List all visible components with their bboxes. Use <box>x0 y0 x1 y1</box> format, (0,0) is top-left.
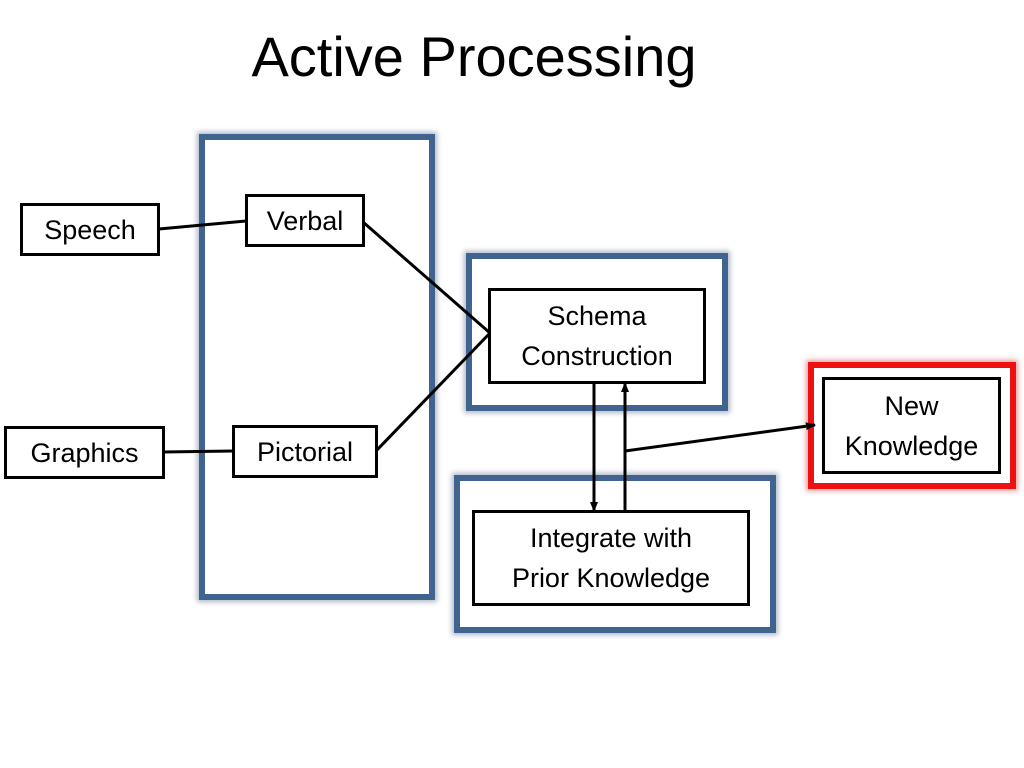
schema-frame <box>466 253 728 411</box>
working-memory-frame <box>199 134 435 600</box>
speech-label: Speech <box>44 214 136 245</box>
integrate-label-line2: Prior Knowledge <box>511 563 711 593</box>
graphics-label: Graphics <box>30 437 139 468</box>
arrow-to-new-knowledge <box>624 422 816 453</box>
pictorial-box: Pictorial <box>232 425 378 478</box>
graphics-box: Graphics <box>4 426 165 479</box>
verbal-label: Verbal <box>266 205 344 236</box>
new-knowledge-label-line2: Knowledge <box>844 430 979 461</box>
connector-graphics-pictorial <box>162 449 234 454</box>
verbal-box: Verbal <box>245 194 365 247</box>
integrate-frame <box>454 475 776 633</box>
connector-speech-verbal <box>158 219 247 231</box>
schema-label-line1: Schema <box>547 301 647 331</box>
new-knowledge-box: New Knowledge <box>822 377 1001 474</box>
new-knowledge-label-line1: New <box>884 390 939 421</box>
schema-label-line2: Construction <box>521 341 673 371</box>
connector-verbal-schema <box>362 220 491 335</box>
page-title: Active Processing <box>251 25 697 88</box>
speech-box: Speech <box>20 203 160 256</box>
integrate-label-line1: Integrate with <box>529 523 693 553</box>
schema-construction-box: Schema Construction <box>488 288 706 384</box>
connector-pictorial-schema <box>374 331 492 453</box>
pictorial-label: Pictorial <box>256 436 354 467</box>
integrate-prior-knowledge-box: Integrate with Prior Knowledge <box>472 510 750 606</box>
